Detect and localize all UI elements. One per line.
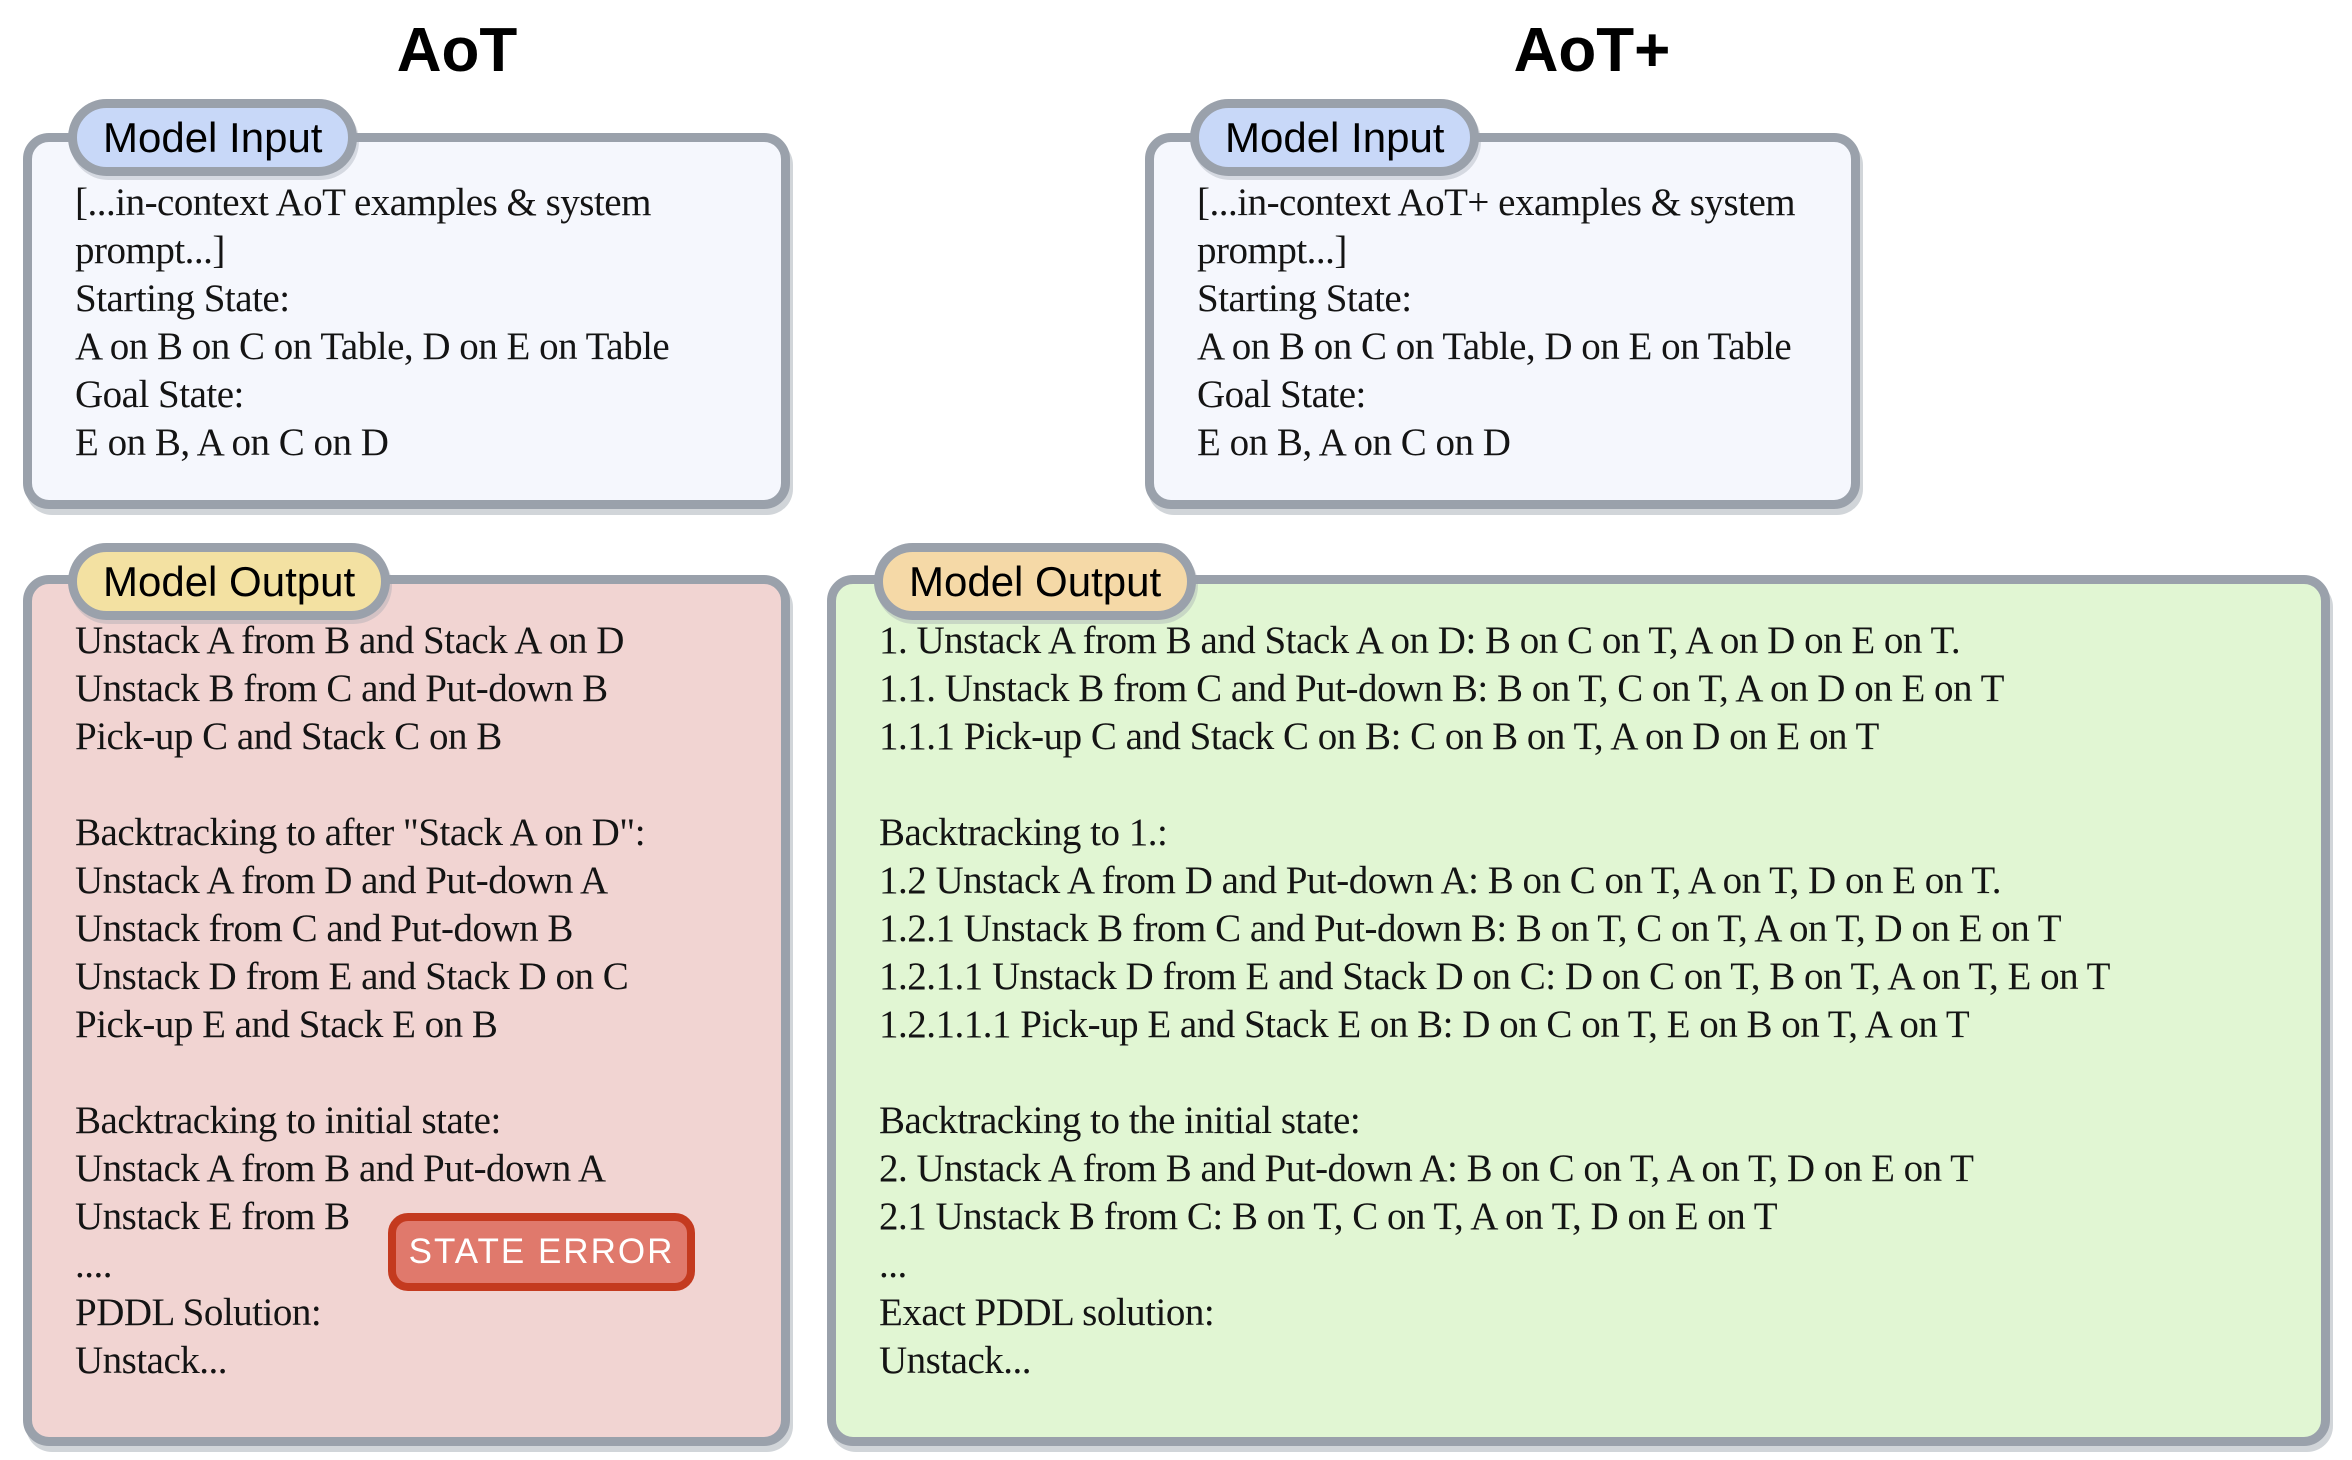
aotplus-model-input-tab: Model Input (1190, 99, 1480, 176)
text-line (879, 761, 2305, 809)
text-line: Starting State: (1197, 277, 1412, 320)
text-line: prompt...] (75, 229, 225, 272)
text-line (75, 761, 765, 809)
aotplus-model-output-text: 1. Unstack A from B and Stack A on D: B … (836, 584, 2321, 1437)
text-line: Unstack B from C and Put-down B (75, 667, 608, 710)
aot-model-input-panel: Model Input [...in-context AoT examples … (23, 99, 790, 509)
aotplus-model-input-panel: Model Input [...in-context AoT+ examples… (1145, 99, 1860, 509)
text-line (879, 1049, 2305, 1097)
text-line: 1.2.1.1.1 Pick-up E and Stack E on B: D … (879, 1003, 1970, 1046)
text-line: Backtracking to 1.: (879, 811, 1168, 854)
text-line: Unstack A from B and Put-down A (75, 1147, 606, 1190)
text-line: Starting State: (75, 277, 290, 320)
text-line: Unstack A from D and Put-down A (75, 859, 608, 902)
aotplus-model-input-text: [...in-context AoT+ examples & system pro… (1154, 142, 1851, 500)
text-line: E on B, A on C on D (1197, 421, 1511, 464)
text-line: PDDL Solution: (75, 1291, 322, 1334)
text-line: Unstack from C and Put-down B (75, 907, 573, 950)
text-line: 1.2 Unstack A from D and Put-down A: B o… (879, 859, 2002, 902)
text-line: [...in-context AoT examples & system (75, 181, 651, 224)
aot-model-output-text: Unstack A from B and Stack A on D Unstack… (32, 584, 781, 1437)
text-line: .... (75, 1243, 113, 1286)
left-column-title: AoT (396, 16, 518, 85)
text-line: Unstack A from B and Stack A on D (75, 619, 624, 662)
aotplus-model-output-tab: Model Output (874, 543, 1197, 620)
text-line: Pick-up E and Stack E on B (75, 1003, 498, 1046)
state-error-badge: STATE ERROR (388, 1213, 695, 1291)
aot-model-output-panel: Model Output Unstack A from B and Stack … (23, 543, 790, 1446)
text-line: Unstack D from E and Stack D on C (75, 955, 629, 998)
text-line: E on B, A on C on D (75, 421, 389, 464)
text-line: A on B on C on Table, D on E on Table (75, 325, 670, 368)
text-line: prompt...] (1197, 229, 1347, 272)
text-line: Unstack E from B (75, 1195, 350, 1238)
text-line: 1.2.1.1 Unstack D from E and Stack D on … (879, 955, 2110, 998)
text-line: [...in-context AoT+ examples & system (1197, 181, 1796, 224)
aot-model-input-tab: Model Input (68, 99, 358, 176)
text-line: Exact PDDL solution: (879, 1291, 1215, 1334)
text-line: 2. Unstack A from B and Put-down A: B on… (879, 1147, 1974, 1190)
aot-model-output-tab: Model Output (68, 543, 391, 620)
text-line: 1. Unstack A from B and Stack A on D: B … (879, 619, 1961, 662)
aot-model-input-text: [...in-context AoT examples & system prom… (32, 142, 781, 500)
aotplus-model-output-panel: Model Output 1. Unstack A from B and Sta… (827, 543, 2330, 1446)
text-line: ... (879, 1243, 907, 1286)
text-line: Backtracking to initial state: (75, 1099, 501, 1142)
text-line: Unstack... (75, 1339, 228, 1382)
text-line: 1.1. Unstack B from C and Put-down B: B … (879, 667, 2004, 710)
text-line: Goal State: (1197, 373, 1366, 416)
text-line: Pick-up C and Stack C on B (75, 715, 502, 758)
text-line: 2.1 Unstack B from C: B on T, C on T, A … (879, 1195, 1778, 1238)
text-line: 1.1.1 Pick-up C and Stack C on B: C on B… (879, 715, 1879, 758)
text-line: Goal State: (75, 373, 244, 416)
text-line: Backtracking to the initial state: (879, 1099, 1361, 1142)
text-line: Unstack... (879, 1339, 1032, 1382)
right-column-title: AoT+ (1513, 16, 1671, 85)
text-line: Backtracking to after "Stack A on D": (75, 811, 646, 854)
text-line: A on B on C on Table, D on E on Table (1197, 325, 1792, 368)
text-line (75, 1049, 765, 1097)
text-line: 1.2.1 Unstack B from C and Put-down B: B… (879, 907, 2062, 950)
